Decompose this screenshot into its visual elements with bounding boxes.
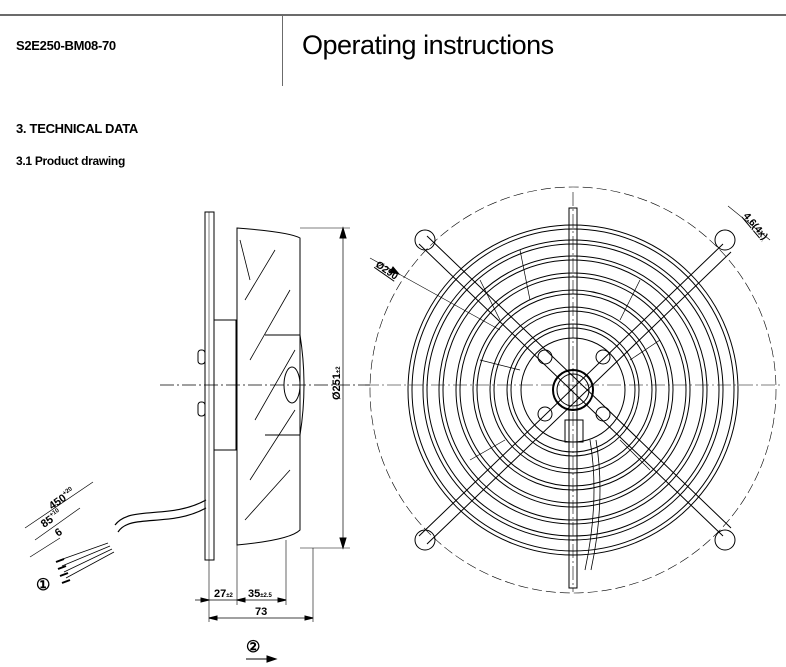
front-view: Ø290 4.6(4x) <box>365 186 780 594</box>
dim-hole: 4.6(4x) <box>741 211 770 242</box>
section-heading: 3. TECHNICAL DATA <box>16 121 139 136</box>
header-divider <box>282 15 283 86</box>
model-number: S2E250-BM08-70 <box>16 38 116 53</box>
dim-6: 6 <box>53 526 65 539</box>
dim-27: 27 <box>214 588 226 600</box>
page-title: Operating instructions <box>302 30 554 60</box>
svg-text:450+20: 450+20 <box>47 486 78 513</box>
airflow-arrow-icon <box>266 655 278 663</box>
dim-35: 35 <box>248 588 260 600</box>
dim-73: 73 <box>255 606 267 618</box>
callout-2: ② <box>246 639 260 656</box>
svg-text:Ø251±2: Ø251±2 <box>331 366 343 400</box>
dim-diameter-fan: Ø251 <box>331 373 343 400</box>
dim-diameter-grille: Ø290 <box>373 259 400 282</box>
callout-1: ① <box>36 577 50 594</box>
svg-text:85+10: 85+10 <box>39 507 65 530</box>
svg-text:27±2: 27±2 <box>214 588 234 600</box>
header-rule <box>0 14 786 16</box>
svg-text:35±2.5: 35±2.5 <box>248 588 273 600</box>
subsection-heading: 3.1 Product drawing <box>16 154 125 168</box>
dim-85: 85 <box>39 514 56 531</box>
side-view: Ø251±2 27±2 35±2.5 73 450+20 85+10 6 ① ② <box>24 211 370 663</box>
